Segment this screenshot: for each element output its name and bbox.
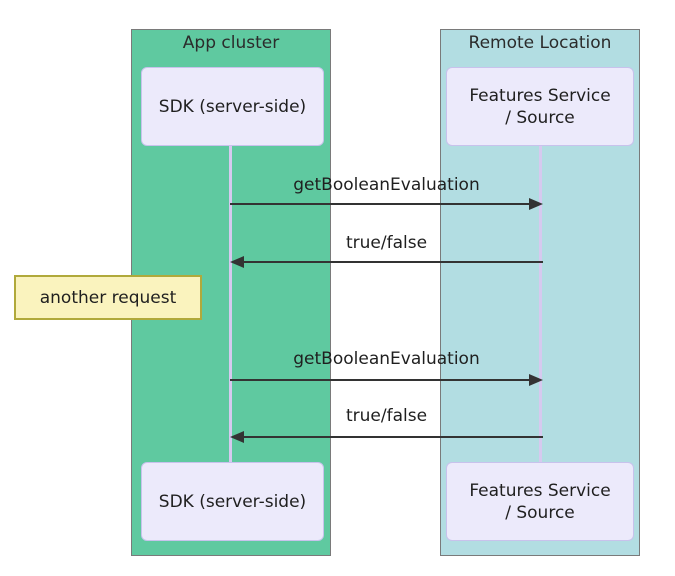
arrowhead-left-icon xyxy=(230,256,244,268)
arrowhead-right-icon xyxy=(529,198,543,210)
lifeline-sdk xyxy=(229,146,232,462)
note-another-request-text: another request xyxy=(39,287,177,308)
participant-box-features-top: Features Service / Source xyxy=(446,67,634,146)
message-arrow-response-2 xyxy=(230,431,543,443)
lifeline-features-service xyxy=(539,146,542,462)
participant-box-sdk-bottom: SDK (server-side) xyxy=(141,462,324,541)
group-app-cluster-label: App cluster xyxy=(182,33,280,53)
participant-box-features-top-label: Features Service / Source xyxy=(469,85,611,128)
group-remote-location-label: Remote Location xyxy=(468,33,612,53)
participant-box-sdk-top: SDK (server-side) xyxy=(141,67,324,146)
arrow-line xyxy=(230,379,531,381)
message-label-get-boolean-evaluation-2: getBooleanEvaluation xyxy=(293,349,480,369)
message-label-true-false-2: true/false xyxy=(345,406,428,426)
participant-box-features-bottom: Features Service / Source xyxy=(446,462,634,541)
arrowhead-left-icon xyxy=(230,431,244,443)
participant-box-sdk-bottom-label: SDK (server-side) xyxy=(158,491,307,512)
arrowhead-right-icon xyxy=(529,374,543,386)
message-label-get-boolean-evaluation-1: getBooleanEvaluation xyxy=(293,175,480,195)
message-arrow-request-2 xyxy=(230,374,543,386)
participant-box-features-bottom-label: Features Service / Source xyxy=(469,480,611,523)
participant-box-sdk-top-label: SDK (server-side) xyxy=(158,96,307,117)
arrow-line xyxy=(242,436,543,438)
arrow-line xyxy=(230,203,531,205)
message-arrow-request-1 xyxy=(230,198,543,210)
message-label-true-false-1: true/false xyxy=(345,233,428,253)
message-arrow-response-1 xyxy=(230,256,543,268)
arrow-line xyxy=(242,261,543,263)
note-another-request: another request xyxy=(14,275,202,320)
